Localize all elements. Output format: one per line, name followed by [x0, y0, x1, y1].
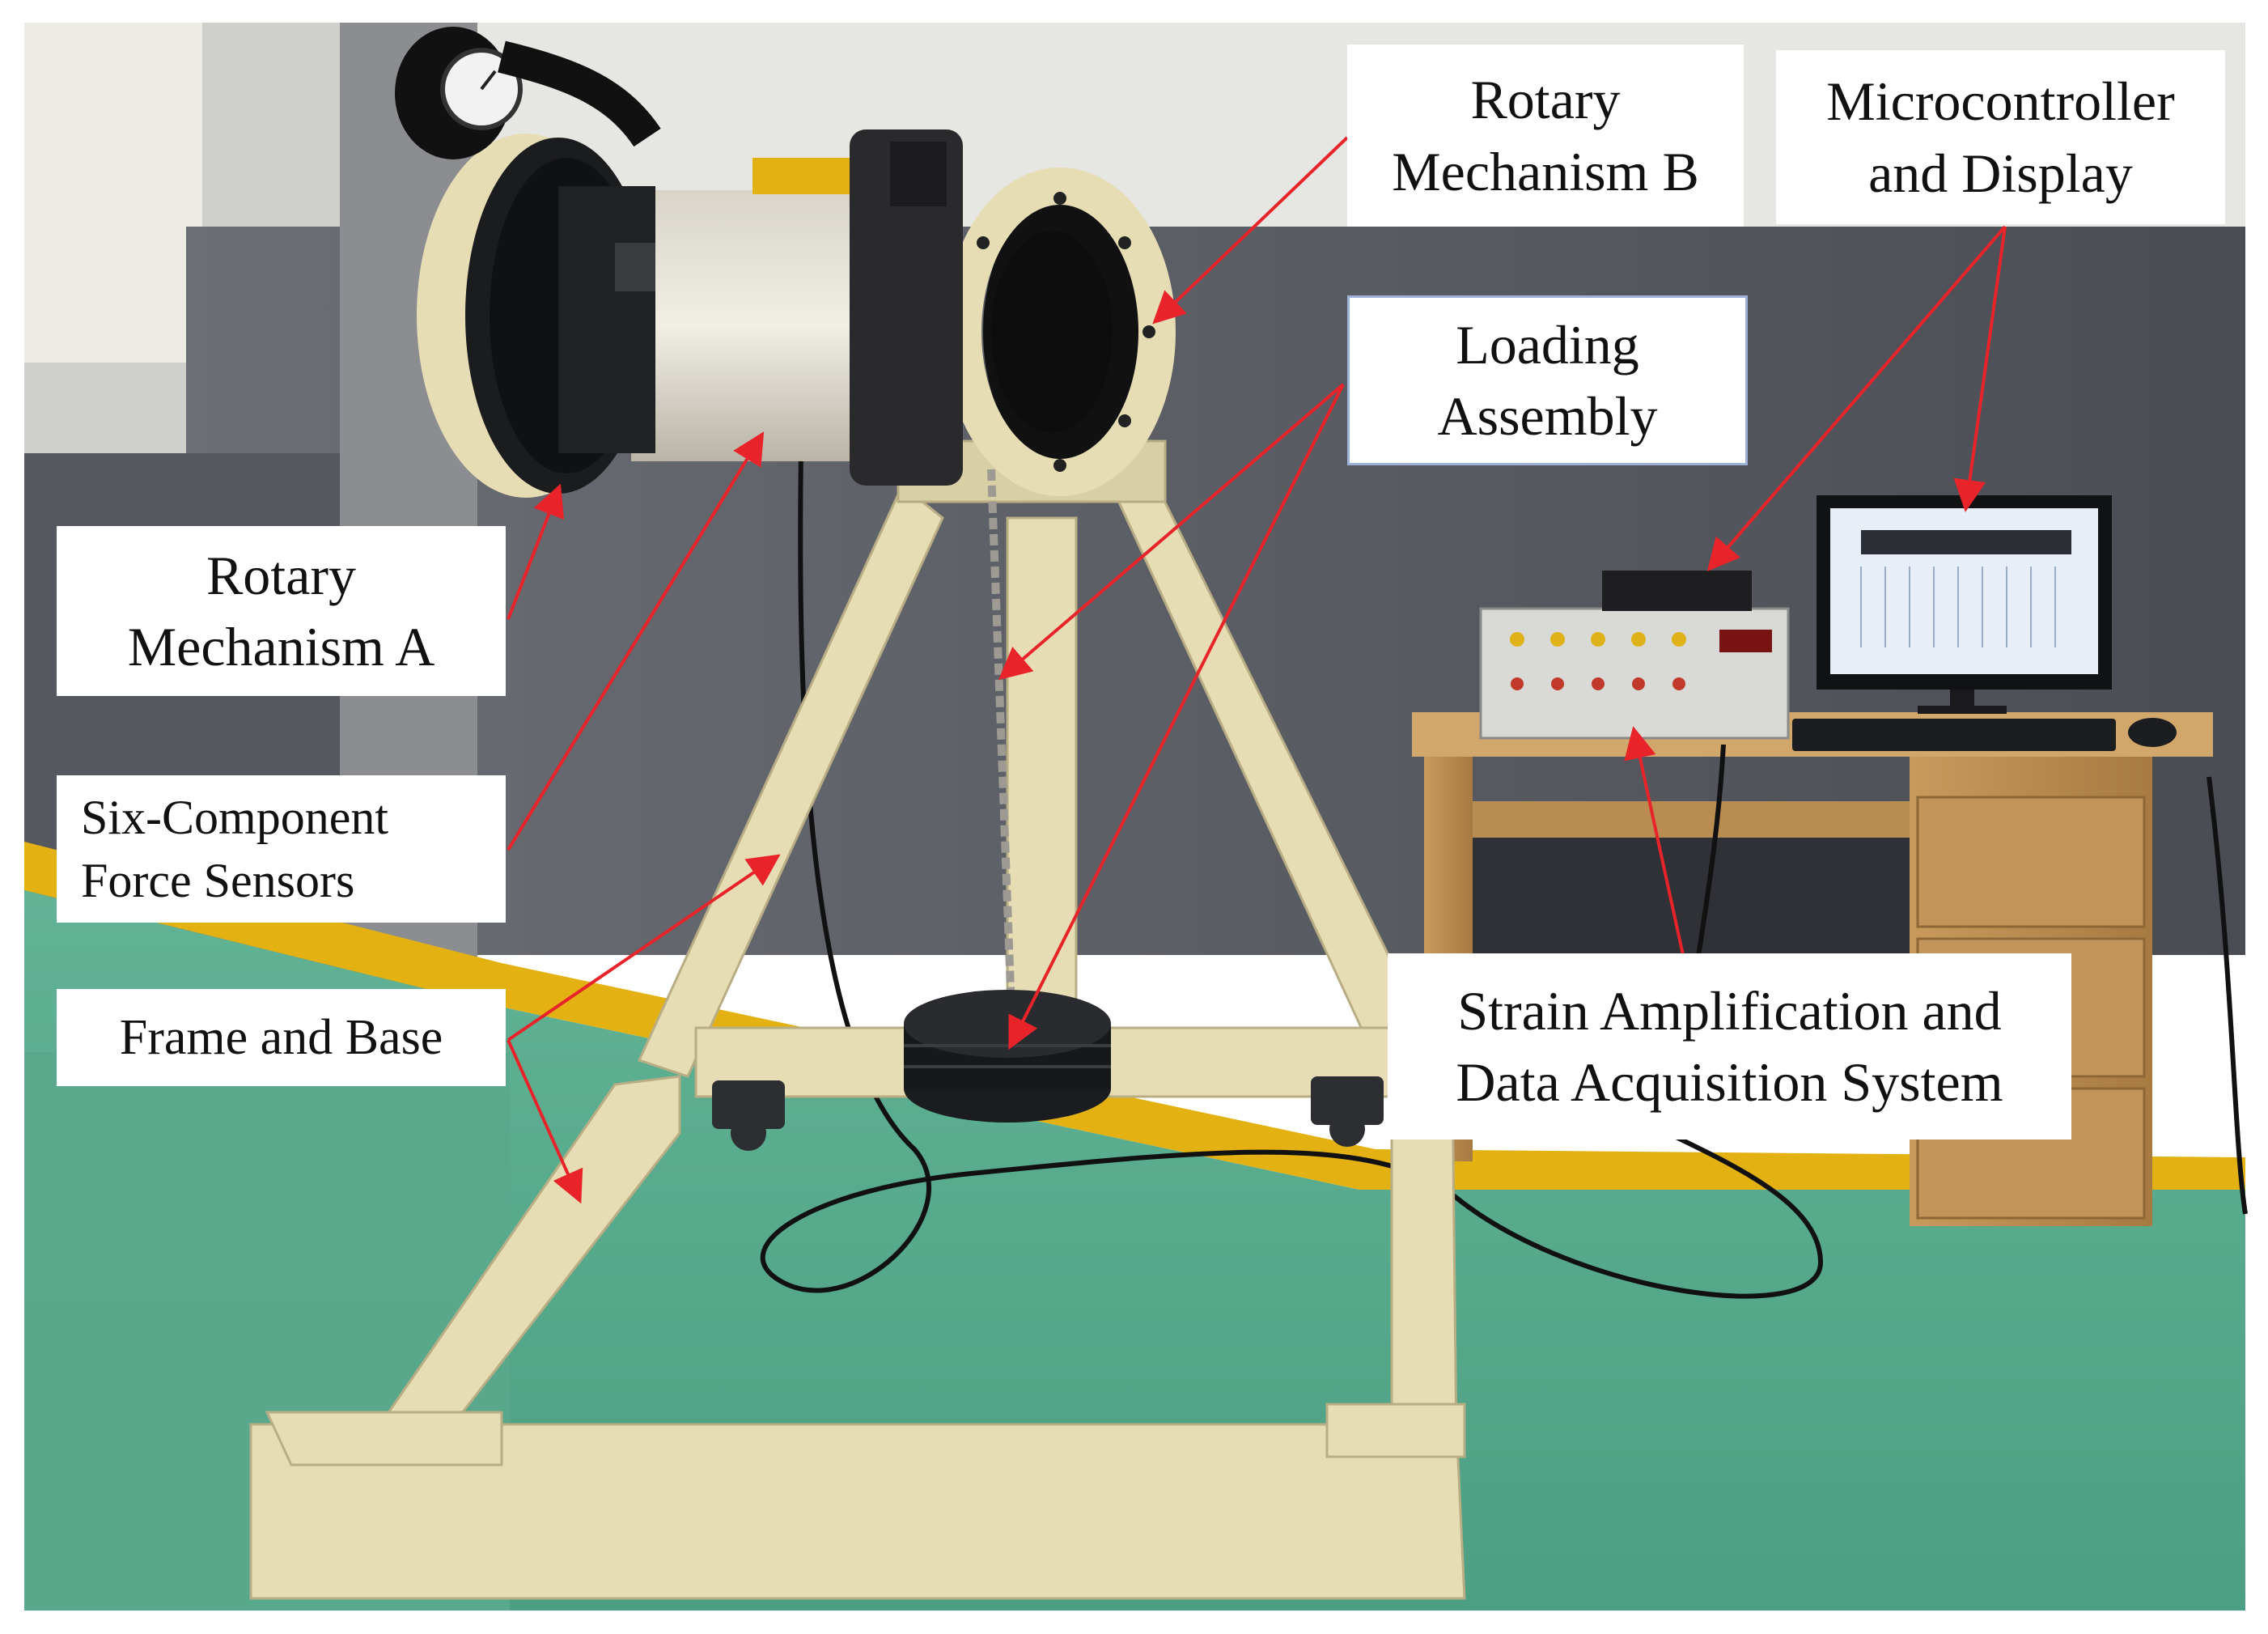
label-line: Force Sensors: [81, 854, 355, 907]
label-line: Mechanism A: [127, 616, 435, 677]
label-frame-and-base: Frame and Base: [57, 989, 506, 1086]
label-line: Frame and Base: [119, 1009, 443, 1065]
label-loading-assembly: Loading Assembly: [1347, 295, 1748, 465]
label-microcontroller-and-display: Microcontroller and Display: [1776, 50, 2225, 224]
label-line: Six-Component: [81, 791, 389, 844]
label-line: Strain Amplification and: [1457, 979, 2002, 1042]
label-line: Assembly: [1437, 385, 1658, 447]
label-line: Microcontroller: [1826, 70, 2175, 133]
rotary-mechanism-b: [944, 168, 1176, 496]
label-six-component-force-sensors: Six-Component Force Sensors: [57, 775, 506, 923]
annotation-arrows: [507, 136, 2007, 1204]
casters: [712, 1076, 1384, 1151]
label-line: Rotary: [206, 544, 357, 606]
label-line: Loading: [1456, 313, 1639, 376]
label-strain-amplification-daq: Strain Amplification and Data Acquisitio…: [1388, 953, 2071, 1140]
monitor: [1792, 495, 2177, 751]
label-line: Mechanism B: [1392, 140, 1699, 202]
rotary-mechanism-a: [395, 27, 661, 498]
daq-instrument: [1479, 571, 1790, 740]
frame-and-base: [249, 439, 1466, 1600]
label-line: Rotary: [1470, 69, 1621, 131]
label-rotary-mechanism-a: Rotary Mechanism A: [57, 526, 506, 696]
six-component-force-sensor: [631, 129, 963, 486]
label-line: and Display: [1868, 142, 2133, 204]
label-rotary-mechanism-b: Rotary Mechanism B: [1347, 45, 1744, 227]
loading-assembly: [904, 469, 1111, 1123]
label-line: Data Acquisition System: [1456, 1051, 2003, 1113]
